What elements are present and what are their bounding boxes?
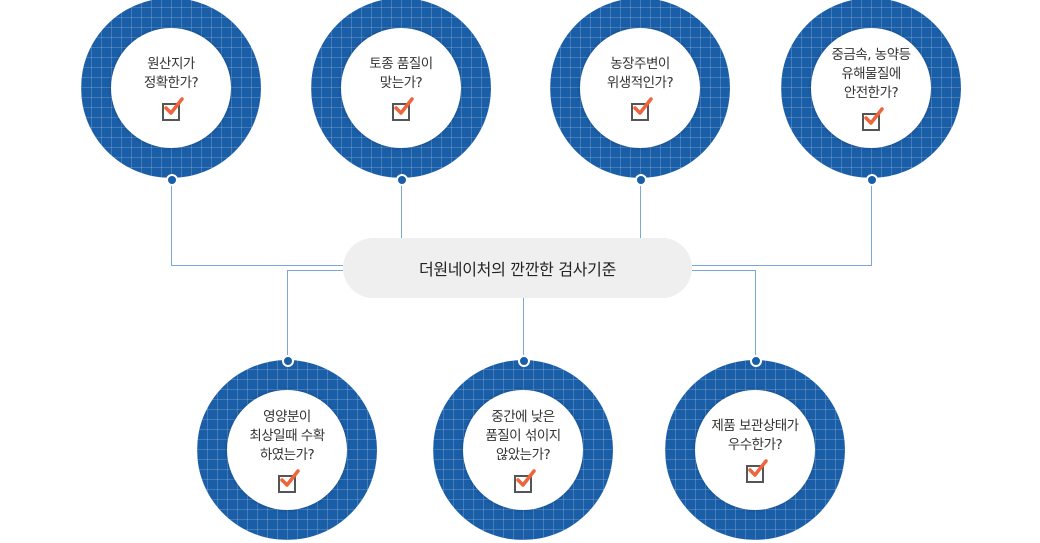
center-title: 더원네이처의 깐깐한 검사기준 (418, 260, 617, 279)
connector-line (692, 265, 872, 266)
criteria-question: 제품 보관상태가 우수한가? (711, 418, 799, 453)
criteria-question: 토종 품질이 맞는가? (369, 56, 433, 91)
connector-dot (635, 174, 647, 186)
center-title-pill: 더원네이처의 깐깐한 검사기준 (343, 238, 692, 298)
criteria-circle: 토종 품질이 맞는가? (311, 0, 491, 178)
criteria-question: 중간에 낮은 품질이 섞이지 않았는가? (485, 408, 561, 463)
criteria-question: 농장주변이 위생적인가? (606, 56, 674, 91)
criteria-circle: 영양분이 최상일때 수확 하였는가? (197, 360, 377, 540)
criteria-content: 제품 보관상태가 우수한가? (695, 390, 815, 510)
criteria-question: 영양분이 최상일때 수확 하였는가? (249, 408, 325, 463)
checkbox-checked-icon (514, 468, 536, 493)
connector-dot (866, 174, 878, 186)
criteria-circle: 농장주변이 위생적인가? (550, 0, 730, 178)
connector-line (401, 180, 402, 238)
criteria-content: 영양분이 최상일때 수확 하였는가? (227, 390, 347, 510)
criteria-circle: 원산지가 정확한가? (81, 0, 261, 178)
checkbox-checked-icon (862, 106, 884, 131)
criteria-question: 원산지가 정확한가? (143, 56, 199, 91)
criteria-circle: 중간에 낮은 품질이 섞이지 않았는가? (433, 360, 613, 540)
criteria-content: 중금속, 농약등 유해물질에 안전한가? (811, 28, 931, 148)
checkbox-checked-icon (746, 459, 768, 483)
connector-dot (750, 355, 762, 367)
connector-line (171, 180, 172, 265)
connector-line (287, 270, 288, 360)
connector-dot (396, 174, 408, 186)
connector-line (871, 180, 872, 265)
criteria-content: 중간에 낮은 품질이 섞이지 않았는가? (463, 390, 583, 510)
connector-line (640, 180, 641, 238)
connector-dot (282, 355, 294, 367)
connector-line (755, 270, 756, 360)
criteria-content: 토종 품질이 맞는가? (341, 28, 461, 148)
checkbox-checked-icon (278, 468, 300, 493)
connector-line (523, 298, 524, 360)
criteria-content: 농장주변이 위생적인가? (580, 28, 700, 148)
criteria-question: 중금속, 농약등 유해물질에 안전한가? (831, 46, 911, 101)
criteria-circle: 제품 보관상태가 우수한가? (665, 360, 845, 540)
criteria-content: 원산지가 정확한가? (111, 28, 231, 148)
checkbox-checked-icon (392, 97, 414, 121)
connector-line (287, 270, 343, 271)
connector-line (171, 265, 343, 266)
connector-dot (518, 355, 530, 367)
checkbox-checked-icon (631, 97, 653, 121)
criteria-circle: 중금속, 농약등 유해물질에 안전한가? (781, 0, 961, 178)
connector-line (692, 270, 756, 271)
checkbox-checked-icon (162, 97, 184, 121)
connector-dot (166, 174, 178, 186)
